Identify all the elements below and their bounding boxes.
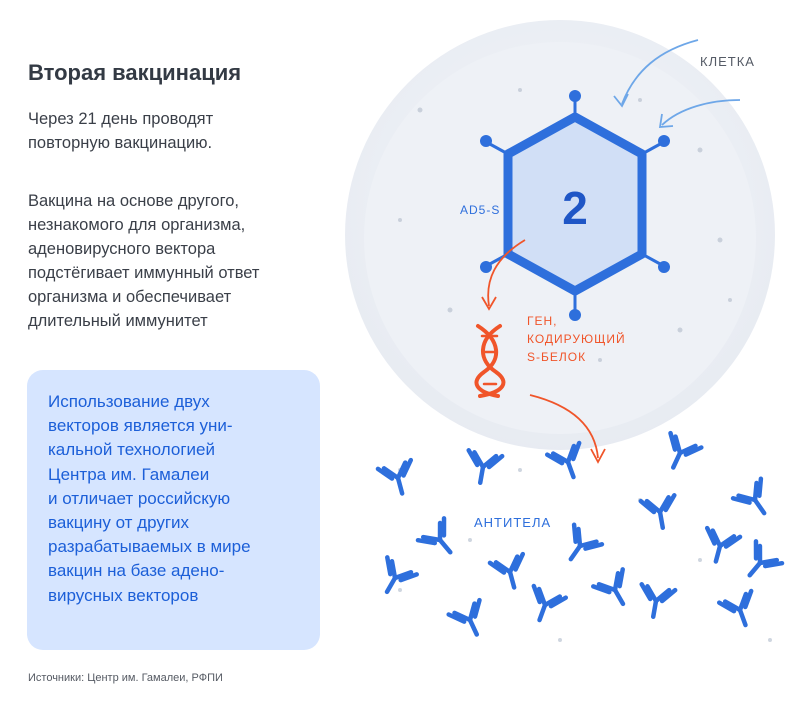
antibodies-label: АНТИТЕЛА (474, 515, 551, 530)
description-paragraph: Вакцина на основе другого, незнакомого д… (28, 192, 260, 330)
antibody-icon (716, 588, 754, 628)
gene-arrow-head (481, 296, 497, 311)
cell-arrow-1-head (613, 93, 629, 108)
gene-arrow (487, 239, 526, 307)
antibody-icon (568, 522, 605, 562)
cell-label: КЛЕТКА (700, 54, 755, 69)
vector-label: AD5-S (460, 203, 500, 217)
antibody-icon (639, 582, 678, 620)
intro-paragraph: Через 21 день проводят повторную вакцина… (28, 110, 214, 152)
gene-label-line3: S-БЕЛОК (527, 350, 586, 364)
antibody-icon (446, 597, 482, 637)
cell-arrow-1 (621, 39, 699, 105)
antibody-icon (638, 493, 677, 531)
antibody-icon (415, 516, 453, 555)
antibody-icon (375, 457, 414, 496)
gene-label-line2: КОДИРУЮЩИЙ (527, 331, 626, 346)
gene-label-line1: ГЕН, (527, 314, 558, 328)
antibody-arrow (529, 394, 599, 459)
antibody-arrow-head (590, 448, 606, 464)
antibody-icon (544, 440, 582, 480)
vector-number: 2 (562, 182, 588, 234)
cell-arrow-2 (661, 99, 741, 126)
antibody-icon (466, 448, 505, 486)
antibody-icon (591, 567, 626, 607)
antibody-icon (487, 551, 526, 590)
dna-helix-icon (474, 324, 506, 398)
antibody-icon (531, 583, 569, 623)
callout-text: Использование двух векторов является уни… (48, 392, 251, 605)
callout-box (27, 370, 320, 650)
antibody-icon (668, 430, 704, 470)
antibody-icon (704, 525, 743, 564)
antibody-icon (747, 539, 785, 578)
page-title: Вторая вакцинация (28, 60, 242, 85)
virus-hexagon-icon: 2 (480, 90, 670, 321)
antibody-icon (730, 476, 767, 516)
antibodies-group (375, 430, 785, 637)
cell-specks (398, 88, 732, 362)
sources-note: Источники: Центр им. Гамалеи, РФПИ (28, 672, 223, 684)
antibody-icon (384, 555, 419, 595)
cell-arrow-2-head (658, 113, 674, 128)
